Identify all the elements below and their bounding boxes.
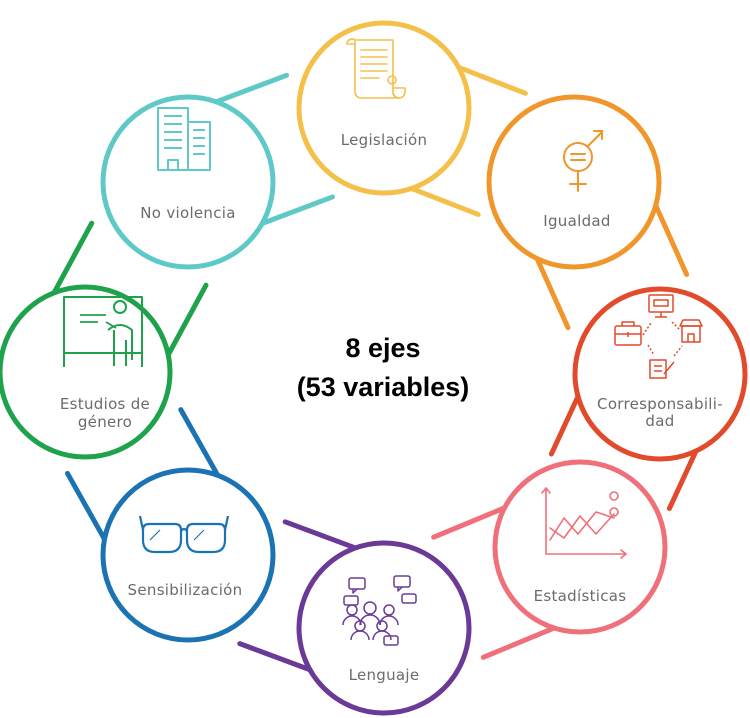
gender-equality-icon: [563, 130, 603, 192]
scroll-icon: [346, 38, 406, 99]
axis-label-igualdad: Igualdad: [543, 212, 610, 230]
line-chart-icon: [541, 487, 627, 559]
axis-circle-igualdad: [486, 94, 662, 270]
axis-label-corresponsabilidad-1: Corresponsabili-: [597, 395, 723, 413]
axis-label-legislacion: Legislación: [341, 131, 428, 149]
people-speech-icon: [342, 575, 417, 646]
axis-label-no-violencia: No violencia: [140, 204, 236, 222]
axis-circles: [0, 20, 748, 716]
axis-label-sensibilizacion: Sensibilización: [128, 581, 243, 599]
axis-label-corresponsabilidad-2: dad: [645, 412, 674, 430]
axis-circle-estadisticas: [492, 459, 668, 635]
teacher-board-icon: [63, 296, 143, 367]
axis-circle-no-violencia: [100, 94, 276, 270]
buildings-icon: [157, 107, 211, 171]
axis-circle-lenguaje: [296, 540, 472, 716]
axis-circle-estudios-de: [0, 284, 173, 460]
axis-label-estudios-1: Estudios de: [60, 395, 150, 413]
center-subtitle: (53 variables): [297, 372, 470, 402]
shared-responsibility-icon: [614, 294, 703, 379]
axis-label-estudios-2: género: [78, 413, 132, 431]
axis-circle-corresponsabili: [572, 286, 748, 462]
axis-circle-sensibilizacion: [100, 467, 276, 643]
axis-label-estadisticas: Estadísticas: [534, 587, 627, 605]
center-title: 8 ejes: [345, 333, 420, 363]
axis-label-lenguaje: Lenguaje: [349, 666, 420, 684]
glasses-icon: [138, 515, 230, 554]
axis-circle-legislacion: [296, 20, 472, 196]
